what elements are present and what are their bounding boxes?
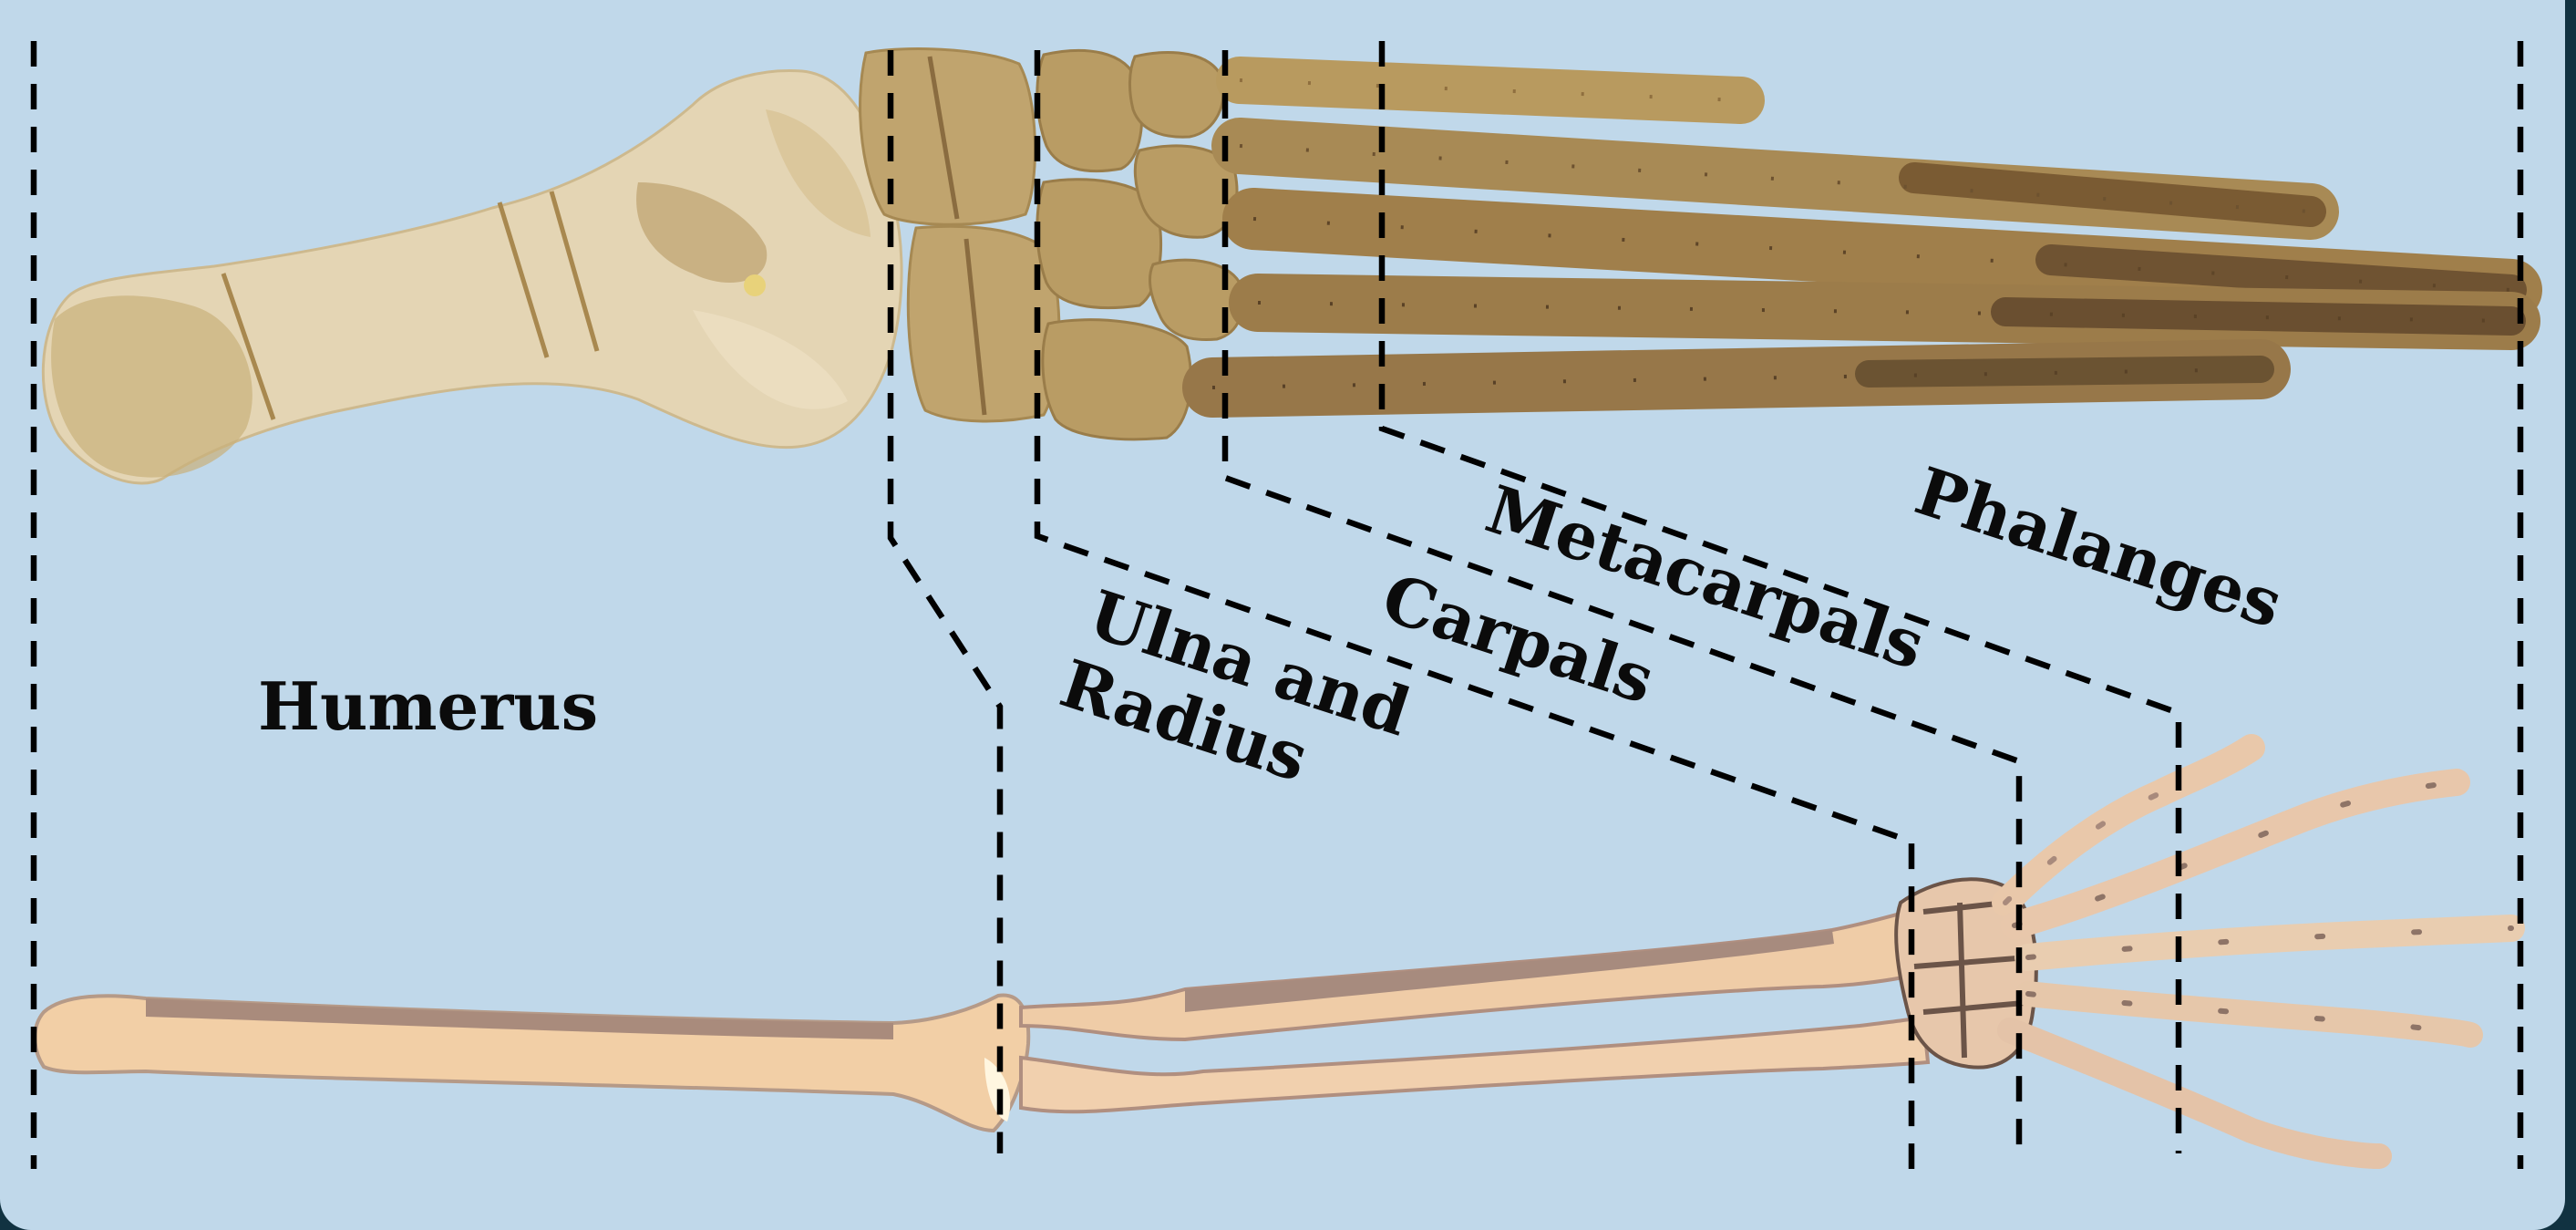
- fossil-digit-4: [1258, 303, 2511, 321]
- label-humerus: Humerus: [258, 667, 598, 745]
- fossil-digit-5: [1212, 369, 2261, 388]
- fossil-digit-1: [1240, 80, 1741, 100]
